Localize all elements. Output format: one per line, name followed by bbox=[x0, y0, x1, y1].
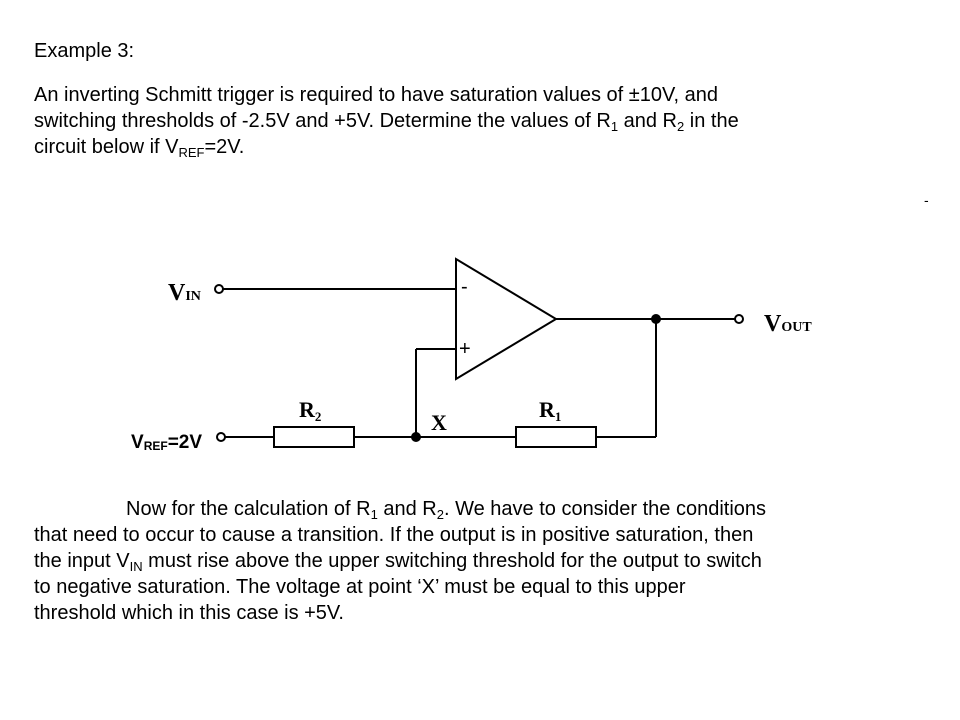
output-junction-dot bbox=[651, 314, 661, 324]
problem-line-3: circuit below if VREF=2V. bbox=[34, 136, 245, 160]
vin-label: VIN bbox=[168, 280, 201, 306]
explanation-line-2: that need to occur to cause a transition… bbox=[34, 524, 754, 546]
op-amp-symbol bbox=[455, 257, 558, 381]
minus-input-sign: - bbox=[461, 276, 468, 298]
problem-line-2: switching thresholds of -2.5V and +5V. D… bbox=[34, 110, 739, 134]
explanation-paragraph: Now for the calculation of R1 and R2. We… bbox=[34, 496, 924, 626]
problem-line-1: An inverting Schmitt trigger is required… bbox=[34, 84, 718, 106]
vout-terminal bbox=[734, 314, 744, 324]
problem-statement: An inverting Schmitt trigger is required… bbox=[34, 82, 924, 160]
r1-label: R1 bbox=[539, 397, 561, 424]
r2-label: R2 bbox=[299, 397, 321, 424]
explanation-line-5: threshold which in this case is +5V. bbox=[34, 602, 344, 624]
stray-mark: - bbox=[924, 192, 929, 208]
explanation-line-3: the input VIN must rise above the upper … bbox=[34, 550, 762, 574]
r2-resistor bbox=[273, 426, 355, 448]
explanation-line-1: Now for the calculation of R1 and R2. We… bbox=[126, 498, 767, 522]
vref-terminal bbox=[216, 432, 226, 442]
r1-resistor bbox=[515, 426, 597, 448]
plus-input-sign: + bbox=[459, 338, 471, 360]
node-x-label: X bbox=[431, 410, 447, 435]
vref-label: VREF=2V bbox=[131, 432, 202, 453]
explanation-line-4: to negative saturation. The voltage at p… bbox=[34, 576, 686, 598]
vout-label: VOUT bbox=[764, 311, 812, 337]
example-heading: Example 3: bbox=[34, 40, 135, 62]
x-junction-dot bbox=[411, 432, 421, 442]
vin-terminal bbox=[214, 284, 224, 294]
